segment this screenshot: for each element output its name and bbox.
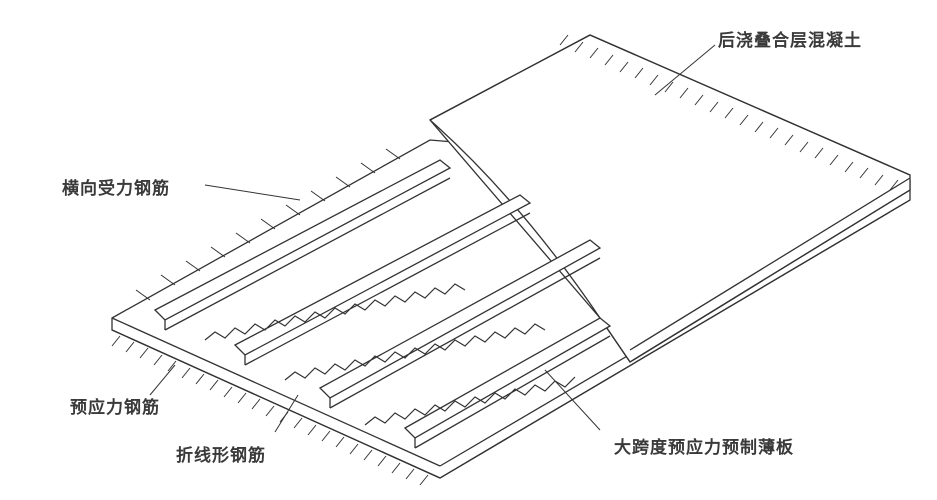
label-transverse-rebar: 横向受力钢筋 (62, 179, 170, 199)
label-zigzag-rebar: 折线形钢筋 (176, 446, 266, 466)
topping-concrete-layer (428, 34, 911, 363)
label-topping-concrete: 后浇叠合层混凝土 (718, 31, 862, 51)
leader-lines (149, 44, 716, 433)
label-precast-slab: 大跨度预应力预制薄板 (614, 438, 794, 458)
precast-ribs (153, 159, 612, 449)
rebar-ends (135, 34, 899, 301)
label-prestressed-rebar: 预应力钢筋 (70, 398, 160, 418)
zigzag-rebars (204, 283, 576, 426)
